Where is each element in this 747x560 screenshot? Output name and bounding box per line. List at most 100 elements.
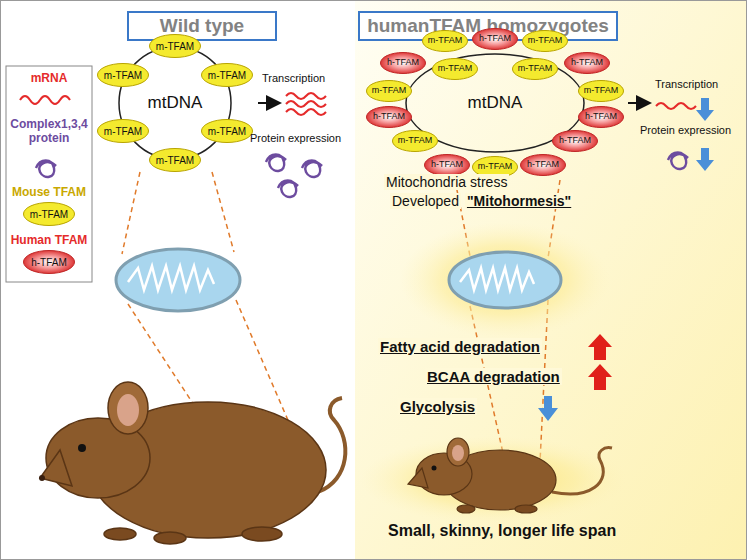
mouse-left bbox=[39, 475, 45, 481]
human-tfam-oval: h-TFAM bbox=[552, 130, 598, 152]
mitochondria-right bbox=[400, 222, 610, 338]
mitochondria-right bbox=[449, 252, 561, 308]
tfam-label: m-TFAM bbox=[208, 70, 246, 81]
mouse-tfam-oval: m-TFAM bbox=[201, 63, 253, 87]
oval-shape bbox=[579, 81, 624, 102]
right-expression-symbols bbox=[696, 98, 714, 121]
tfam-label: h-TFAM bbox=[387, 58, 419, 68]
annotation-label: Protein expression bbox=[250, 132, 341, 145]
mtdna-label: mtDNA bbox=[148, 94, 203, 113]
tfam-label: h-TFAM bbox=[527, 160, 559, 170]
tfam-label: m-TFAM bbox=[104, 70, 142, 81]
leader-lines bbox=[122, 172, 140, 254]
legend-entry: Mouse TFAM bbox=[9, 186, 89, 200]
annotation-label: BCAA degradation bbox=[425, 368, 562, 385]
mouse-left bbox=[39, 382, 345, 544]
oval-shape bbox=[433, 59, 478, 80]
legend-box bbox=[6, 66, 92, 282]
oval-shape bbox=[513, 59, 558, 80]
human-tfam-oval: h-TFAM bbox=[520, 154, 566, 176]
mouse-left bbox=[104, 528, 136, 540]
mitochondria-left bbox=[116, 249, 240, 311]
mouse-right bbox=[457, 505, 475, 513]
mouse-right bbox=[408, 468, 428, 488]
mtdna-ring: mtDNA bbox=[118, 46, 232, 160]
right-expression-symbols bbox=[628, 102, 650, 104]
human-tfam-oval: h-TFAM bbox=[380, 52, 426, 74]
panel-backgrounds bbox=[355, 0, 747, 560]
mouse-left bbox=[154, 532, 186, 544]
legend-box bbox=[36, 161, 56, 177]
mouse-right bbox=[552, 448, 612, 494]
left-expression-symbols bbox=[266, 155, 286, 171]
human-tfam-oval: h-TFAM bbox=[366, 106, 412, 128]
left-expression-symbols bbox=[286, 109, 326, 115]
oval-shape bbox=[553, 131, 598, 152]
tfam-label: m-TFAM bbox=[478, 162, 513, 172]
mouse-left bbox=[117, 394, 139, 426]
tfam-label: m-TFAM bbox=[438, 64, 473, 74]
mitochondria-right bbox=[400, 222, 610, 338]
annotation-label: "Mitohormesis" bbox=[465, 193, 573, 209]
tfam-label: m-TFAM bbox=[156, 41, 194, 52]
oval-shape bbox=[521, 155, 566, 176]
oval-shape bbox=[393, 131, 438, 152]
mouse-right bbox=[515, 505, 537, 513]
oval-shape bbox=[98, 64, 149, 87]
human-tfam-oval: h-TFAM bbox=[472, 28, 518, 50]
human-tfam-oval: h-TFAM bbox=[23, 250, 75, 274]
mouse-right bbox=[447, 438, 469, 466]
annotation-label: Developed bbox=[390, 193, 461, 209]
change-arrows bbox=[588, 334, 612, 360]
mouse-tfam-oval: m-TFAM bbox=[366, 80, 412, 102]
right-expression-symbols bbox=[668, 153, 688, 169]
annotation-label: Small, skinny, longer life span bbox=[388, 522, 616, 540]
legend-entry: Complex1,3,4 protein bbox=[9, 118, 89, 146]
tfam-label: m-TFAM bbox=[518, 64, 553, 74]
oval-shape bbox=[24, 251, 75, 274]
mouse-right bbox=[360, 436, 630, 524]
annotation-label: Protein expression bbox=[640, 124, 731, 137]
legend-box bbox=[20, 96, 70, 104]
left-expression-symbols bbox=[278, 181, 298, 197]
tfam-label: m-TFAM bbox=[528, 36, 563, 46]
mitochondria-left bbox=[128, 266, 214, 290]
tfam-label: h-TFAM bbox=[559, 136, 591, 146]
tfam-label: h-TFAM bbox=[373, 112, 405, 122]
annotation-label: Fatty acid degradation bbox=[378, 338, 542, 355]
mouse-tfam-oval: m-TFAM bbox=[23, 202, 75, 226]
mouse-tfam-oval: m-TFAM bbox=[522, 30, 568, 52]
mouse-tfam-oval: m-TFAM bbox=[97, 119, 149, 143]
change-arrows bbox=[538, 396, 558, 421]
mouse-right bbox=[360, 436, 630, 524]
mtdna-label: mtDNA bbox=[468, 94, 523, 113]
tfam-label: m-TFAM bbox=[372, 86, 407, 96]
tfam-label: h-TFAM bbox=[431, 160, 463, 170]
mouse-tfam-oval: m-TFAM bbox=[578, 80, 624, 102]
left-expression-symbols bbox=[302, 161, 322, 177]
mouse-tfam-oval: m-TFAM bbox=[149, 148, 201, 172]
oval-shape bbox=[98, 120, 149, 143]
mouse-tfam-oval: m-TFAM bbox=[201, 119, 253, 143]
annotation-label: Mitochondria stress bbox=[384, 174, 509, 190]
oval-shape bbox=[473, 29, 518, 50]
header-box: Wild type bbox=[127, 11, 277, 41]
mouse-left bbox=[108, 382, 148, 434]
ring-shape bbox=[119, 47, 231, 159]
oval-shape bbox=[150, 149, 201, 172]
tfam-label: m-TFAM bbox=[208, 126, 246, 137]
mouse-right bbox=[432, 466, 437, 471]
legend-entry: mRNA bbox=[9, 72, 89, 86]
oval-shape bbox=[24, 203, 75, 226]
tfam-label: m-TFAM bbox=[30, 209, 68, 220]
leader-lines bbox=[212, 172, 234, 252]
tfam-label: m-TFAM bbox=[398, 136, 433, 146]
tfam-label: m-TFAM bbox=[584, 86, 619, 96]
oval-shape bbox=[202, 120, 253, 143]
tfam-label: m-TFAM bbox=[104, 126, 142, 137]
header-text: Wild type bbox=[160, 16, 244, 37]
human-tfam-oval: h-TFAM bbox=[564, 52, 610, 74]
